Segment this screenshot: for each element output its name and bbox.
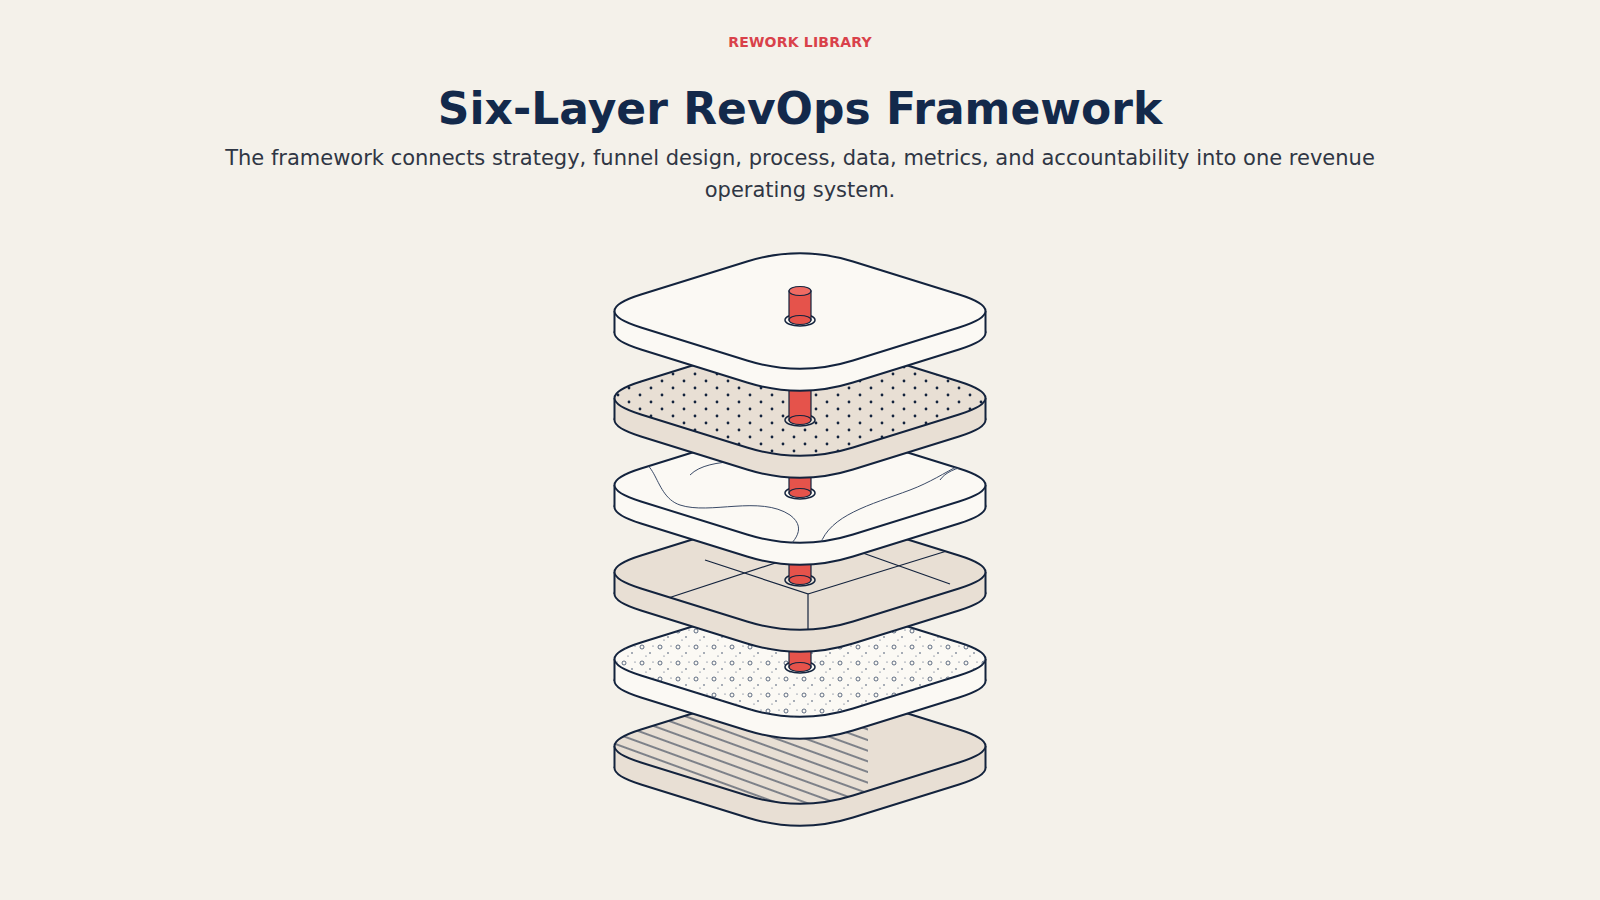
framework-layer (615, 253, 986, 391)
page-caption: The framework connects strategy, funnel … (220, 142, 1380, 206)
page-title: Six-Layer RevOps Framework (0, 80, 1600, 138)
eyebrow-label: REWORK LIBRARY (0, 34, 1600, 50)
